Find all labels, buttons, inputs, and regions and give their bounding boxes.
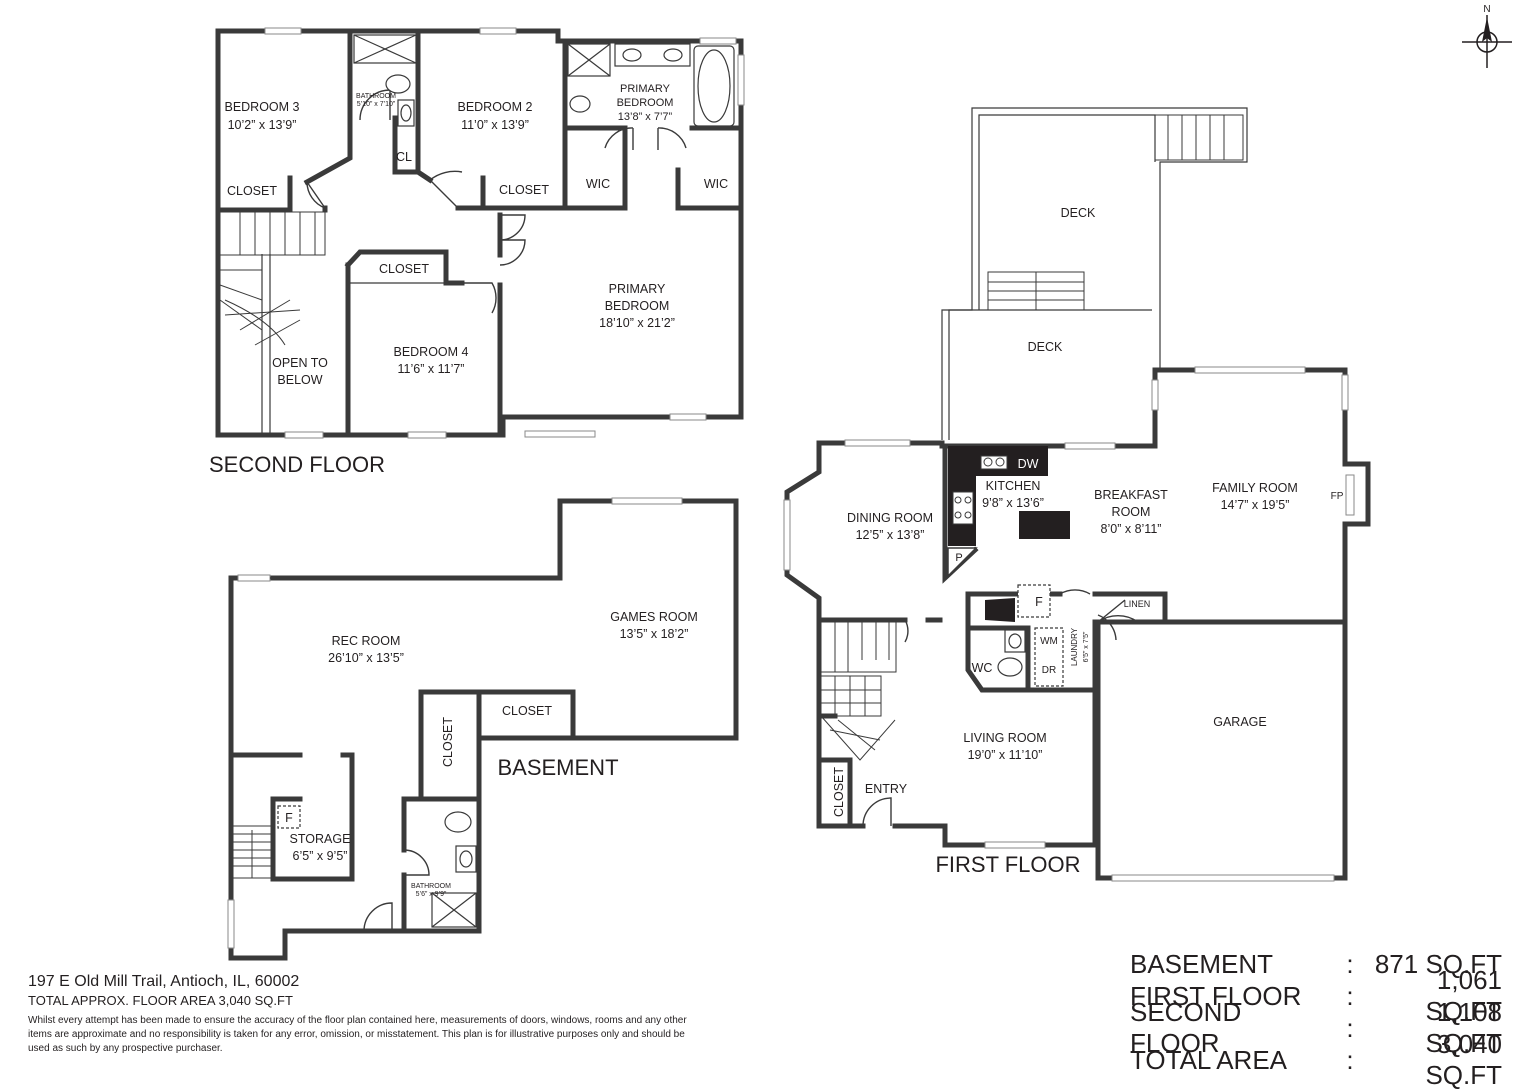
washer-label: WM (1040, 636, 1058, 647)
closet-label-bedroom-3: CLOSET (227, 184, 277, 198)
dishwasher-label: DW (1018, 457, 1039, 471)
area-row-total: TOTAL AREA : 3,040 SQ.FT (1130, 1029, 1502, 1090)
room-name-garage: GARAGE (1213, 715, 1267, 729)
area-value: 1,061 SQ.FT (1425, 965, 1502, 1026)
room-size-dining-room: 12’5” x 13’8” (856, 528, 925, 542)
area-summary-table: BASEMENT : 871 SQ.FT FIRST FLOOR : 1,061… (1130, 948, 1502, 1091)
area-value: 1,108 SQ.FT (1425, 997, 1502, 1058)
area-value: 871 SQ.FT (1374, 948, 1502, 979)
plan-footer: 197 E Old Mill Trail, Antioch, IL, 60002… (28, 973, 728, 1056)
room-size-games-room: 13’5” x 18’2” (620, 627, 689, 641)
furnace-label-basement: F (285, 811, 293, 825)
cl-label: CL (396, 150, 412, 164)
wic-label-left: WIC (586, 177, 610, 191)
entry-label: ENTRY (865, 782, 908, 796)
room-name2-breakfast-room: ROOM (1112, 505, 1151, 519)
room-name-deck-lower: DECK (1028, 340, 1063, 354)
room-name-family-room: FAMILY ROOM (1212, 481, 1298, 495)
area-label: BASEMENT (1130, 948, 1274, 979)
room-size-laundry: 6’5” x 7’5” (1083, 631, 1090, 662)
pantry-label: P (955, 552, 962, 564)
room-name2-primary-bedroom: BEDROOM (605, 299, 670, 313)
fireplace-label: FP (1331, 491, 1344, 502)
room-size-kitchen: 9’8” x 13’6” (982, 496, 1044, 510)
disclaimer-text: Whilst every attempt has been made to en… (28, 1015, 687, 1054)
area-row-basement: BASEMENT : 871 SQ.FT (1130, 948, 1502, 980)
total-floor-area-note: TOTAL APPROX. FLOOR AREA 3,040 SQ.FT (28, 993, 293, 1008)
first-floor-title: FIRST FLOOR (935, 852, 1080, 877)
room-size-bedroom-2: 11’0” x 13’9” (461, 118, 529, 132)
area-row-second-floor: SECOND FLOOR : 1,108 SQ.FT (1130, 997, 1502, 1058)
room-size-bedroom-3: 10’2” x 13’9” (228, 118, 297, 132)
compass-north-label: N (1483, 4, 1490, 15)
room-size-bedroom-4: 11’6” x 11’7” (398, 362, 465, 376)
room-name-storage: STORAGE (290, 832, 351, 846)
room-name-primary-bath: PRIMARY (620, 83, 671, 95)
area-separator: : (1346, 1044, 1354, 1075)
open-to-below-label: OPEN TO (272, 356, 328, 370)
room-name-bedroom-4: BEDROOM 4 (393, 345, 468, 359)
room-size-storage: 6’5” x 9’5” (293, 849, 348, 863)
first-floor-plan (783, 107, 1371, 882)
second-floor-plan (215, 27, 745, 439)
room-size-bathroom-basement: 5’6” x 9’9” (416, 891, 447, 898)
basement-title: BASEMENT (497, 755, 618, 780)
area-separator: : (1346, 1012, 1354, 1043)
closet-label-basement-1: CLOSET (502, 704, 552, 718)
property-address: 197 E Old Mill Trail, Antioch, IL, 60002 (28, 973, 300, 990)
wc-label: WC (972, 661, 993, 675)
room-size-rec-room: 26’10” x 13’5” (328, 651, 404, 665)
room-name-kitchen: KITCHEN (986, 479, 1041, 493)
room-name-bedroom-3: BEDROOM 3 (224, 100, 299, 114)
room-size-breakfast-room: 8’0” x 8’11” (1101, 522, 1162, 536)
room-size-family-room: 14’7” x 19’5” (1221, 498, 1290, 512)
room-name-primary-bedroom: PRIMARY (609, 282, 666, 296)
room-size-living-room: 19’0” x 11’10” (968, 748, 1043, 762)
open-to-below-label-2: BELOW (277, 373, 322, 387)
area-label: TOTAL AREA (1130, 1044, 1288, 1075)
basement-plan (227, 497, 739, 961)
room-name-rec-room: REC ROOM (332, 634, 401, 648)
room-name-living-room: LIVING ROOM (963, 731, 1046, 745)
room-name-dining-room: DINING ROOM (847, 511, 933, 525)
room-name-bedroom-2: BEDROOM 2 (457, 100, 532, 114)
area-value: 3,040 SQ.FT (1425, 1029, 1502, 1090)
second-floor-title: SECOND FLOOR (209, 452, 385, 477)
closet-label-bedroom-4: CLOSET (379, 262, 429, 276)
linen-label: LINEN (1124, 599, 1151, 609)
room-name-bathroom-second: BATHROOM (356, 93, 396, 100)
area-label: FIRST FLOOR (1130, 980, 1302, 1011)
closet-label-bedroom-2: CLOSET (499, 183, 549, 197)
closet-label-basement-2: CLOSET (441, 717, 455, 767)
area-row-first-floor: FIRST FLOOR : 1,061 SQ.FT (1130, 965, 1502, 1026)
closet-label-entry: CLOSET (832, 767, 846, 817)
wic-label-right: WIC (704, 177, 728, 191)
dryer-label: DR (1042, 665, 1056, 676)
room-name-games-room: GAMES ROOM (610, 610, 698, 624)
compass-rose-icon (1462, 15, 1512, 68)
area-label: SECOND FLOOR (1130, 997, 1242, 1058)
room-size-primary-bedroom: 18’10” x 21’2” (599, 316, 675, 330)
room-name-breakfast-room: BREAKFAST (1094, 488, 1168, 502)
furnace-label-first: F (1035, 595, 1043, 609)
area-separator: : (1346, 980, 1354, 1011)
room-name-bathroom-basement: BATHROOM (411, 883, 451, 890)
room-size-primary-bath: 13’8” x 7’7” (618, 111, 673, 123)
room-size-bathroom-second: 5’10” x 7’10” (357, 101, 396, 108)
room-name-laundry: LAUNDRY (1070, 627, 1079, 666)
room-name-deck-upper: DECK (1061, 206, 1096, 220)
area-separator: : (1346, 948, 1354, 979)
room-name2-primary-bath: BEDROOM (617, 97, 674, 109)
